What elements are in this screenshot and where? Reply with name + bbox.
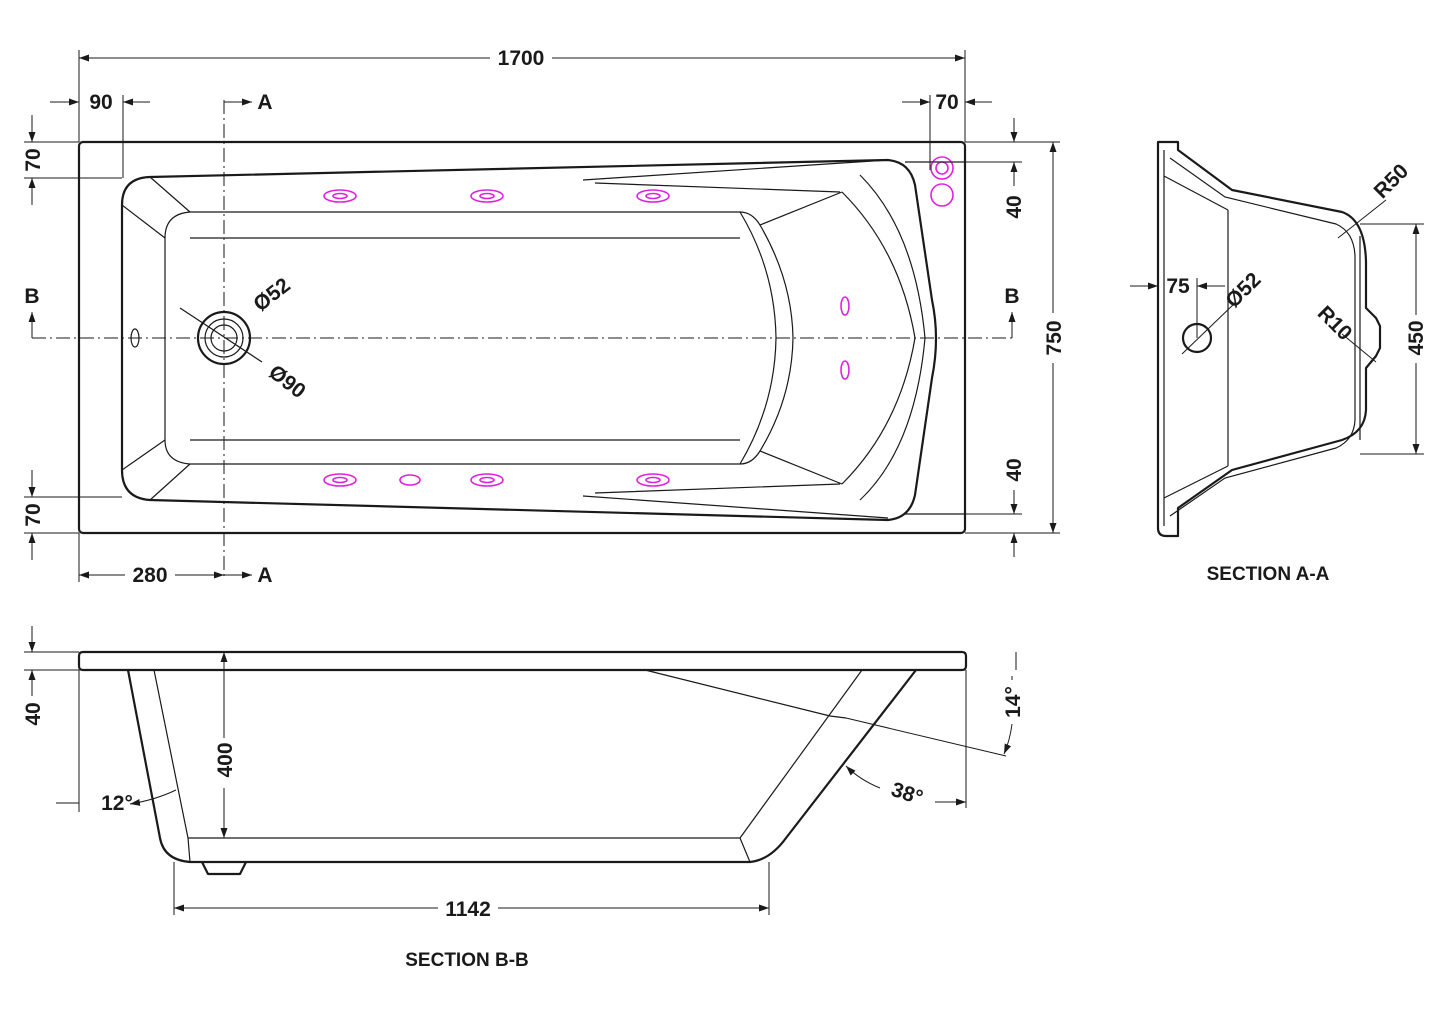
dimension-head-end-angle: 12° (101, 792, 133, 815)
section-b-waste-foot (201, 861, 247, 876)
section-marker-b-left: B (24, 285, 39, 308)
dimension-depth: 400 (214, 742, 237, 777)
jet (399, 474, 421, 486)
section-b-rim (77, 650, 968, 672)
plan-upper-inner-line (190, 191, 843, 239)
control-button (930, 183, 954, 207)
dimension-overall-length: 1700 (498, 47, 545, 70)
dimension-end-rim-right: 70 (935, 91, 958, 114)
dimension-waste-inner-diameter: Ø52 (249, 274, 294, 317)
dimension-base-length: 1142 (445, 898, 491, 921)
plan-outer-rim (77, 140, 967, 535)
jet (840, 360, 850, 380)
jet (636, 189, 670, 203)
dimension-section-a-depth: 450 (1405, 320, 1428, 355)
jet (323, 473, 357, 487)
dimension-overall-width: 750 (1043, 320, 1066, 355)
jet (840, 296, 850, 316)
control-button (930, 156, 954, 180)
dimension-rim-thickness: 40 (22, 702, 45, 725)
plan-view: 1700 90 70 A A 280 B B Ø52 Ø90 70 (22, 44, 1066, 588)
plan-backrest-ledges (582, 159, 889, 519)
overflow-outlet (130, 328, 140, 348)
jets (323, 156, 954, 487)
dimension-waste-offset: 280 (132, 564, 167, 587)
dimension-side-rim-top: 70 (22, 148, 45, 171)
plan-inner-bowl (120, 158, 938, 522)
section-a-caption: SECTION A-A (1207, 564, 1330, 585)
section-a-a: 75 Ø52 R50 R10 450 SECTION A-A (1130, 140, 1429, 585)
jet (323, 189, 357, 203)
waste-outlet (179, 307, 263, 366)
dimension-waste-outer-diameter: Ø90 (264, 361, 309, 404)
plan-lower-inner-line (190, 439, 843, 485)
section-marker-a-bottom: A (257, 564, 272, 587)
section-b-caption: SECTION B-B (405, 950, 529, 971)
dimension-section-a-waste-offset: 75 (1166, 275, 1190, 298)
dimension-end-rim-left: 90 (89, 91, 112, 114)
plan-corner-chamfers (121, 176, 191, 501)
jet (636, 473, 670, 487)
section-a-outer-profile (1156, 140, 1382, 538)
dimension-section-a-radius-small: R10 (1313, 302, 1357, 346)
jet (470, 473, 504, 487)
plan-base-floor (164, 211, 191, 465)
dimension-side-rim-bottom: 70 (22, 503, 45, 526)
section-a-inner-profile (1163, 150, 1356, 526)
dimension-section-a-radius-top: R50 (1370, 160, 1414, 204)
jet (470, 189, 504, 203)
section-b-b: 40 400 1142 12° 38° 14° SECTION B-B (22, 626, 1025, 971)
section-marker-a-top: A (257, 91, 272, 114)
section-marker-b-right: B (1004, 285, 1019, 308)
dimension-back-angle: 38° (888, 778, 925, 810)
dimension-backrest-angle: 14° (1002, 686, 1025, 718)
section-b-inner-profile (153, 669, 863, 863)
section-b-outer-profile (126, 669, 917, 864)
dimension-jet-offset-top: 40 (1003, 195, 1026, 218)
dimension-jet-offset-bottom: 40 (1003, 458, 1026, 481)
